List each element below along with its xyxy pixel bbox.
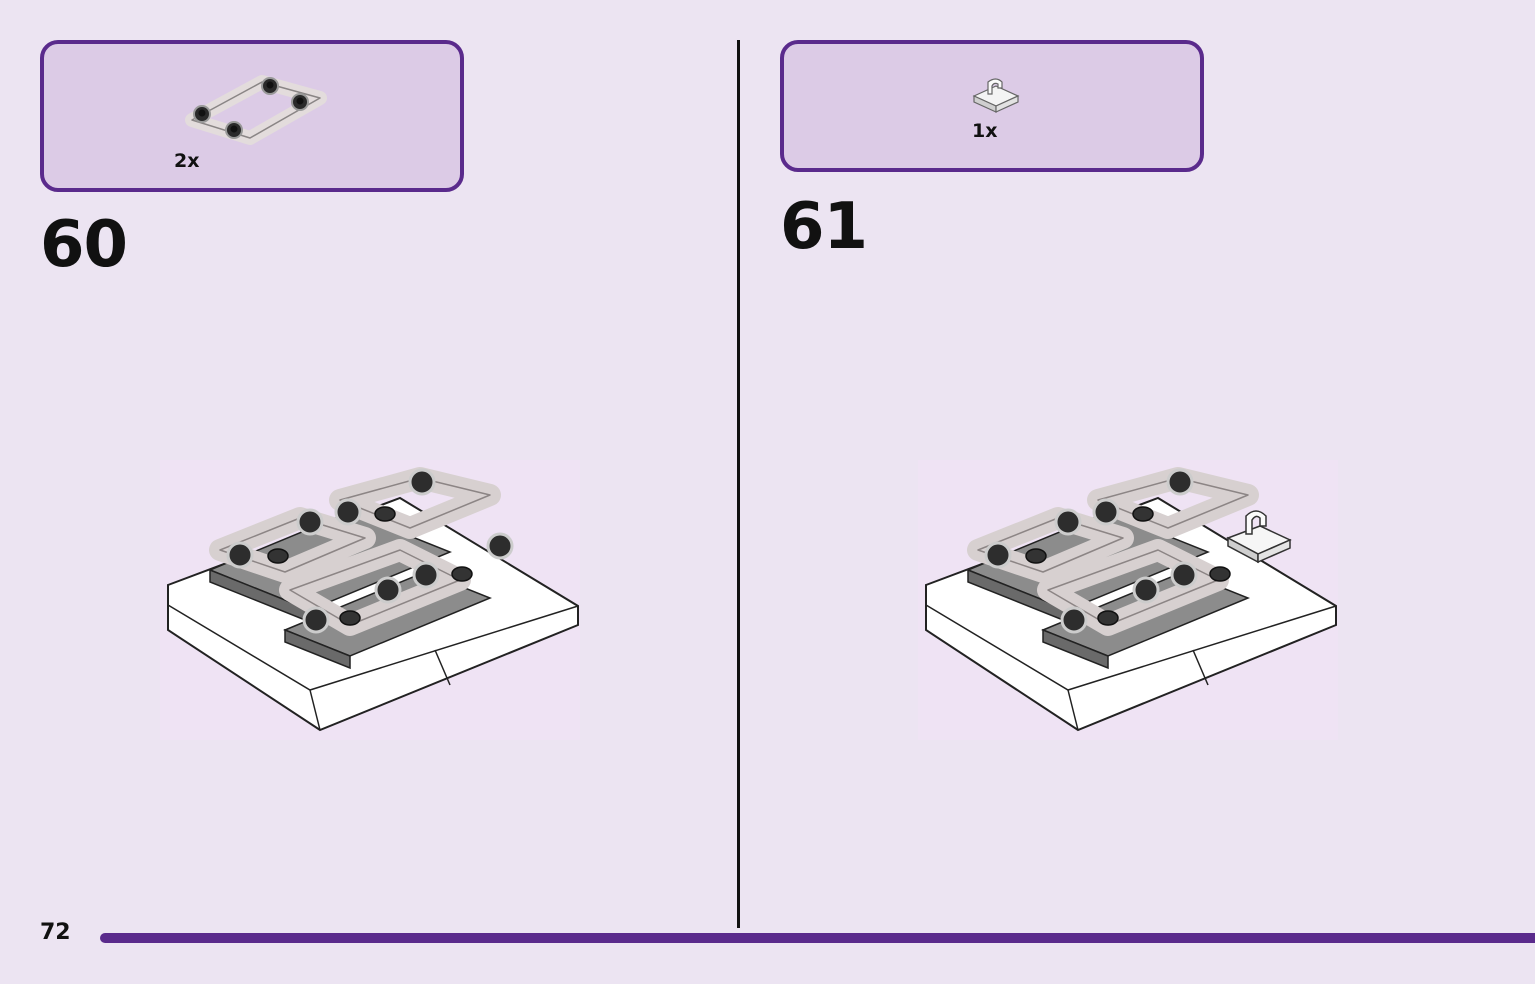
parts-callout-step-61: 1x <box>780 40 1204 172</box>
tube-frame-part-icon <box>185 75 327 145</box>
build-model-illustration-step-61 <box>918 460 1338 740</box>
clip-plate-highlight <box>1226 510 1292 564</box>
parts-callout-step-60: 2x <box>40 40 464 192</box>
footer-accent-bar <box>100 933 1535 943</box>
clip-plate-part-icon <box>972 78 1020 113</box>
step-number: 60 <box>40 208 128 282</box>
page-number: 72 <box>40 920 71 945</box>
part-quantity: 2x <box>174 150 200 172</box>
build-model-illustration-step-60 <box>160 460 580 740</box>
step-number: 61 <box>780 190 868 264</box>
part-quantity: 1x <box>972 120 998 142</box>
step-divider <box>737 40 740 928</box>
